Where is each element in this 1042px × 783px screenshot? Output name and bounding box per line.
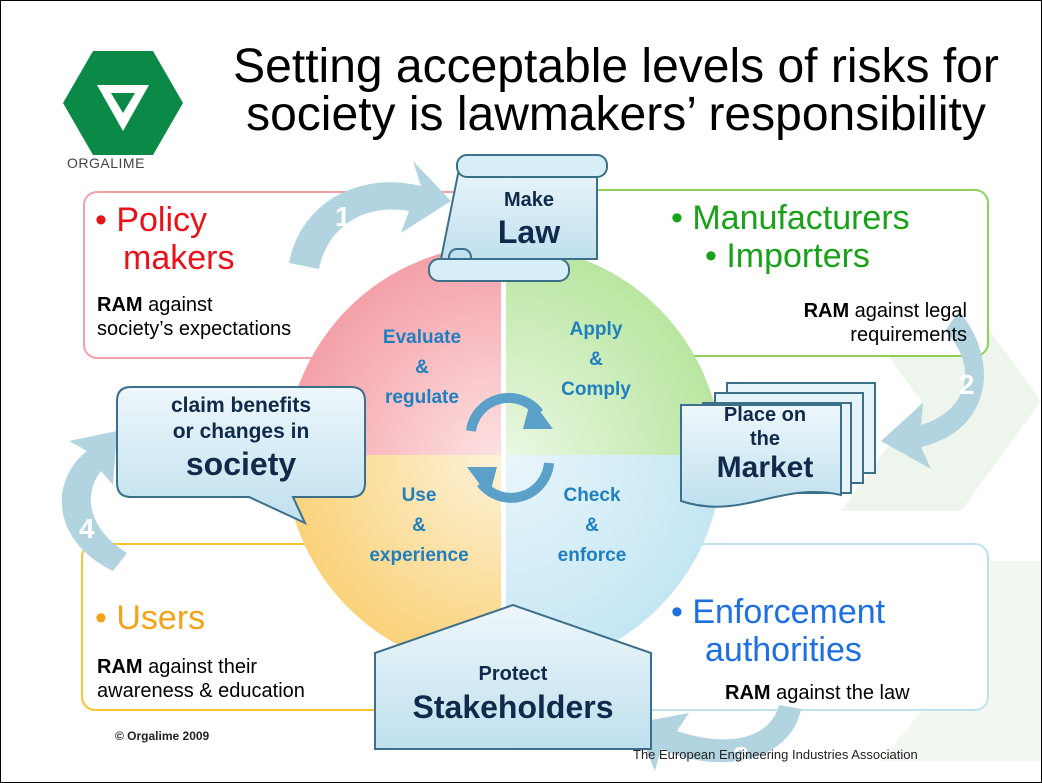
use-amp: & <box>412 515 426 536</box>
manufacturers-role-line-1: • Manufacturers <box>671 199 910 237</box>
step-arrow-1 <box>289 161 451 269</box>
association-text: The European Engineering Industries Asso… <box>633 747 918 762</box>
society-line-2: or changes in <box>172 420 310 443</box>
enforcement-ram-bold: RAM <box>725 682 771 704</box>
evaluate-amp: & <box>415 357 429 378</box>
market-line-1: Place on <box>723 404 807 426</box>
quadrant-evaluate-label: Evaluate & regulate <box>367 323 477 413</box>
users-ram-bold: RAM <box>97 656 143 678</box>
market-line-3: Market <box>716 451 814 484</box>
enforcement-ram-text: RAM against the law <box>725 681 910 705</box>
users-ram-line-1: against their <box>142 656 258 678</box>
manufacturers-role-line-2: • Importers <box>705 237 870 275</box>
policy-ram-bold: RAM <box>97 294 143 316</box>
manufacturers-ram-bold: RAM <box>803 300 850 322</box>
policy-role-line-1: • Policy <box>95 201 208 239</box>
quadrant-check <box>506 455 722 671</box>
society-line-3: society <box>185 446 297 482</box>
quadrant-apply <box>506 245 722 461</box>
market-box <box>680 404 842 508</box>
step-arrow-4 <box>61 431 127 571</box>
market-text: Place on the Market <box>691 403 839 485</box>
enforcement-role-line-2: authorities <box>705 631 862 669</box>
step-arrow-2 <box>881 311 984 469</box>
cycle-arrow-top-head <box>523 399 553 429</box>
title-line-1: Setting acceptable levels of risks for <box>233 40 999 93</box>
quadrant-apply-label: Apply & Comply <box>541 315 651 405</box>
check-enforce: enforce <box>557 545 627 566</box>
stakeholders-shape <box>374 603 652 750</box>
stakeholders-line-1: Protect <box>478 663 548 685</box>
evaluate-regulate: regulate <box>385 387 459 408</box>
stakeholders-text: Protect Stakeholders <box>377 661 649 727</box>
society-line-1: claim benefits <box>170 394 312 417</box>
stakeholders-line-2: Stakeholders <box>412 689 614 725</box>
users-label: • Users <box>95 599 206 637</box>
society-text: claim benefits or changes in society <box>119 393 363 483</box>
quadrant-use-label: Use & experience <box>359 481 479 571</box>
manufacturers-ram-line-2: requirements <box>850 324 967 346</box>
users-ram-line-2: awareness & education <box>97 680 305 702</box>
policy-ram-text: RAM against society’s expectations <box>97 293 291 341</box>
step-number-3: 3 <box>733 741 749 772</box>
apply-comply: Comply <box>561 379 631 400</box>
quadrant-use <box>285 455 501 671</box>
enforcement-label: • Enforcement authorities <box>671 593 885 669</box>
manufacturers-label: • Manufacturers • Importers <box>671 199 910 275</box>
cycle-arrow-bottom-head <box>467 467 497 497</box>
policy-ram-line-2: society’s expectations <box>97 318 292 340</box>
users-ram-text: RAM against their awareness & education <box>97 655 305 703</box>
check-word: Check <box>563 485 621 506</box>
society-callout <box>116 386 366 526</box>
apply-amp: & <box>589 349 603 370</box>
market-line-2: the <box>750 428 780 450</box>
step-arrow-3 <box>635 705 801 771</box>
page-title: Setting acceptable levels of risks for s… <box>201 43 1031 139</box>
step-number-4: 4 <box>79 513 95 544</box>
apply-word: Apply <box>569 319 623 340</box>
enforcement-ram-rest: against the law <box>770 682 910 704</box>
make-law-line-2: Law <box>497 214 561 250</box>
evaluate-word: Evaluate <box>382 327 462 348</box>
use-word: Use <box>401 485 437 506</box>
copyright-text: © Orgalime 2009 <box>115 729 210 743</box>
orgalime-logo-icon <box>63 51 183 155</box>
policy-role-line-2: makers <box>123 239 235 277</box>
enforcement-role-line-1: • Enforcement <box>671 593 886 631</box>
use-experience: experience <box>369 545 469 566</box>
step-number-2: 2 <box>959 369 975 400</box>
manufacturers-ram-text: RAM against legal requirements <box>749 299 967 347</box>
manufacturers-ram-line-1: against legal <box>849 300 967 322</box>
make-law-line-1: Make <box>503 189 555 211</box>
quadrant-check-label: Check & enforce <box>537 481 647 571</box>
policy-makers-label: • Policy makers <box>95 201 234 277</box>
step-number-1: 1 <box>335 201 351 232</box>
title-line-2: society is lawmakers’ responsibility <box>246 88 986 141</box>
check-amp: & <box>585 515 599 536</box>
make-law-text: Make Law <box>461 187 597 251</box>
logo-text: ORGALIME <box>67 155 145 171</box>
policy-ram-line-1: against <box>142 294 213 316</box>
